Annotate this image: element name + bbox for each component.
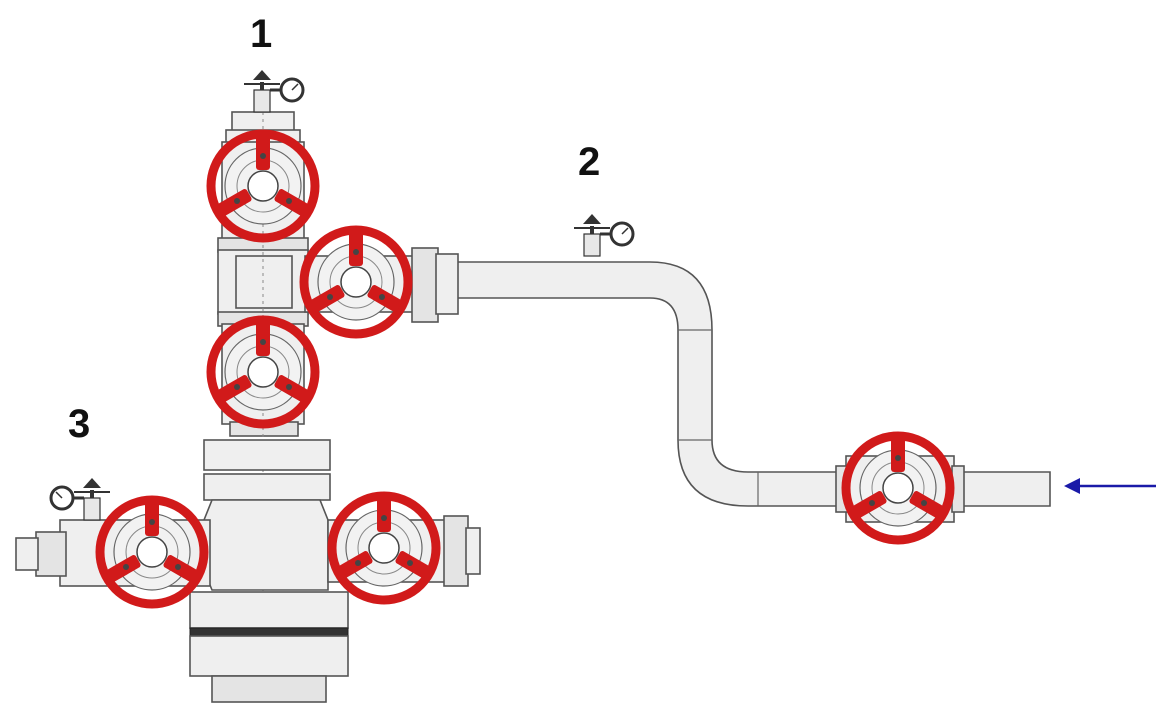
pressure-gauge-2-icon [572, 212, 635, 258]
label-valve-3: 3 [68, 402, 91, 446]
pressure-gauge-3-icon [49, 476, 112, 522]
flow-arrow-icon [1064, 478, 1156, 494]
casing-valve-right-handwheel-icon[interactable] [332, 496, 436, 600]
inlet-valve-handwheel-icon[interactable] [846, 436, 950, 540]
label-valve-2: 2 [578, 140, 601, 184]
pressure-gauge-1-icon [242, 68, 305, 114]
wing-valve-handwheel-icon[interactable] [304, 230, 408, 334]
casing-valve-left-handwheel-icon[interactable] [100, 500, 204, 604]
swab-valve-handwheel-icon[interactable] [211, 134, 315, 238]
label-valve-1: 1 [250, 12, 273, 56]
master-valve-handwheel-icon[interactable] [211, 320, 315, 424]
